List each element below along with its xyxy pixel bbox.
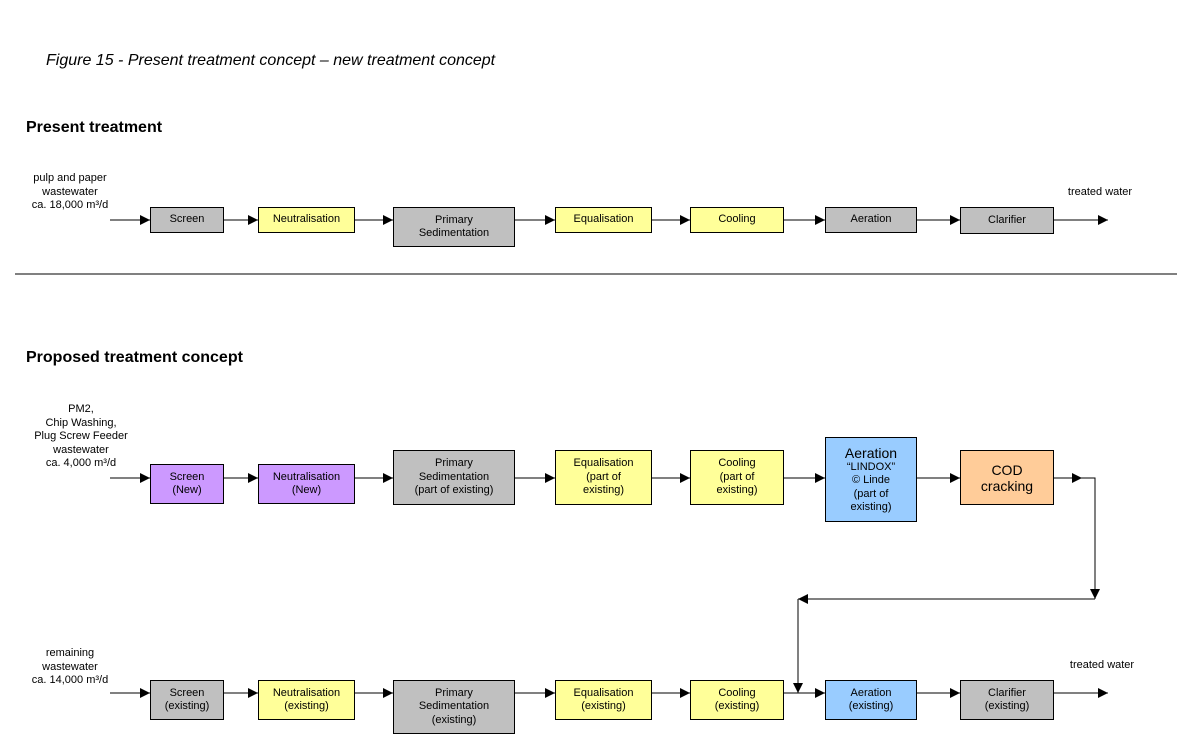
proposed-heading: Proposed treatment concept bbox=[26, 349, 243, 366]
present-cooling-box: Cooling bbox=[690, 207, 784, 233]
present-primary-sedimentation-box: Primary Sedimentation bbox=[393, 207, 515, 247]
line2-cooling-box: Cooling (existing) bbox=[690, 680, 784, 720]
line2-aeration-box: Aeration (existing) bbox=[825, 680, 917, 720]
present-input-label: pulp and paper wastewater ca. 18,000 m³/… bbox=[31, 172, 109, 211]
line2-neutralisation-box: Neutralisation (existing) bbox=[258, 680, 355, 720]
line1-neutralisation-box: Neutralisation (New) bbox=[258, 464, 355, 504]
connector-arrows bbox=[793, 477, 1100, 693]
present-screen-box: Screen bbox=[150, 207, 224, 233]
line2-output-label: treated water bbox=[1069, 659, 1135, 671]
present-output-label: treated water bbox=[1067, 186, 1133, 198]
line1-input-label: PM2, Chip Washing, Plug Screw Feeder was… bbox=[34, 403, 128, 469]
line1-cooling-box: Cooling (part of existing) bbox=[690, 450, 784, 505]
line2-clarifier-box: Clarifier (existing) bbox=[960, 680, 1054, 720]
line1-equalisation-box: Equalisation (part of existing) bbox=[555, 450, 652, 505]
present-aeration-box: Aeration bbox=[825, 207, 917, 233]
line1-primary-sedimentation-box: Primary Sedimentation (part of existing) bbox=[393, 450, 515, 505]
present-equalisation-box: Equalisation bbox=[555, 207, 652, 233]
line2-screen-box: Screen (existing) bbox=[150, 680, 224, 720]
line1-cod-cracking-box: COD cracking bbox=[960, 450, 1054, 505]
present-clarifier-box: Clarifier bbox=[960, 207, 1054, 234]
figure-caption: Figure 15 - Present treatment concept – … bbox=[46, 52, 496, 69]
line1-screen-box: Screen (New) bbox=[150, 464, 224, 504]
present-neutralisation-box: Neutralisation bbox=[258, 207, 355, 233]
line2-equalisation-box: Equalisation (existing) bbox=[555, 680, 652, 720]
line1-aeration-lindox-box: Aeration “LINDOX” © Linde (part of exist… bbox=[825, 437, 917, 522]
present-heading: Present treatment bbox=[26, 119, 163, 136]
line2-input-label: remaining wastewater ca. 14,000 m³/d bbox=[31, 647, 109, 686]
line2-primary-sedimentation-box: Primary Sedimentation (existing) bbox=[393, 680, 515, 734]
